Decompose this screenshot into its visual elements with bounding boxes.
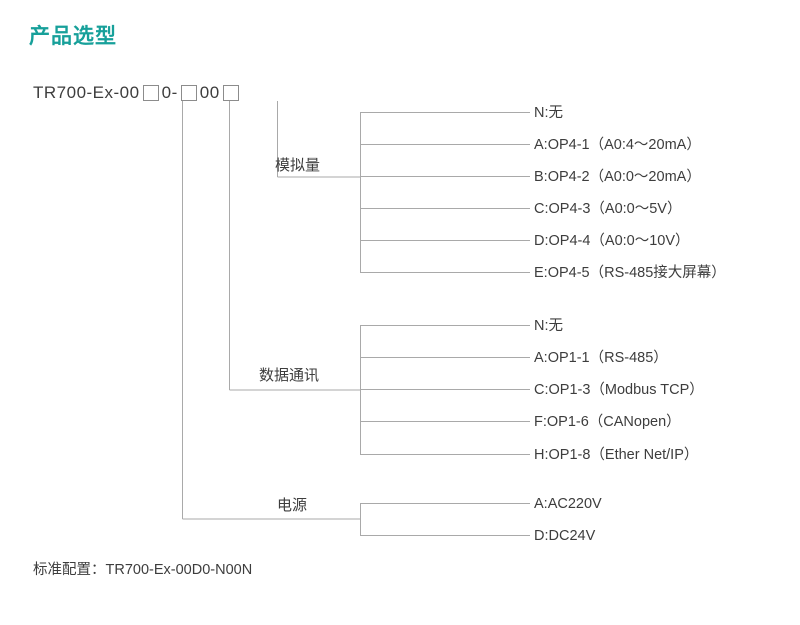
option-analog-b: B:OP4-2（A0:0～20mA） — [534, 169, 701, 185]
option-data-communication-h: H:OP1-8（Ether Net/IP） — [534, 447, 699, 463]
option-analog-e: E:OP4-5（RS-485接大屏幕） — [534, 265, 726, 281]
option-power-supply-a: A:AC220V — [534, 496, 602, 512]
code-box-analog[interactable] — [222, 85, 239, 101]
page-title: 产品选型 — [29, 25, 117, 48]
option-data-communication-f: F:OP1-6（CANopen） — [534, 414, 681, 430]
product-code-mid2: 00 — [199, 83, 220, 102]
option-power-supply-d: D:DC24V — [534, 528, 596, 544]
product-code-mid1: 0- — [161, 83, 178, 102]
option-data-communication-c: C:OP1-3（Modbus TCP） — [534, 382, 704, 398]
group-label-data-communication: 数据通讯 — [259, 367, 320, 384]
code-box-data-communication[interactable] — [180, 85, 197, 101]
group-label-analog: 模拟量 — [275, 157, 321, 174]
product-code-prefix: TR700-Ex-00 — [33, 83, 140, 102]
product-code-line: TR700-Ex-00 0- 00 — [33, 83, 242, 103]
option-analog-a: A:OP4-1（A0:4～20mA） — [534, 137, 701, 153]
group-label-power-supply: 电源 — [277, 497, 308, 514]
option-analog-n: N:无 — [534, 105, 563, 121]
code-box-power[interactable] — [142, 85, 159, 101]
standard-configuration: 标准配置：TR700-Ex-00D0-N00N — [33, 562, 253, 578]
option-data-communication-n: N:无 — [534, 318, 563, 334]
option-analog-c: C:OP4-3（A0:0～5V） — [534, 201, 682, 217]
option-analog-d: D:OP4-4（A0:0～10V） — [534, 233, 690, 249]
option-data-communication-a: A:OP1-1（RS-485） — [534, 350, 668, 366]
